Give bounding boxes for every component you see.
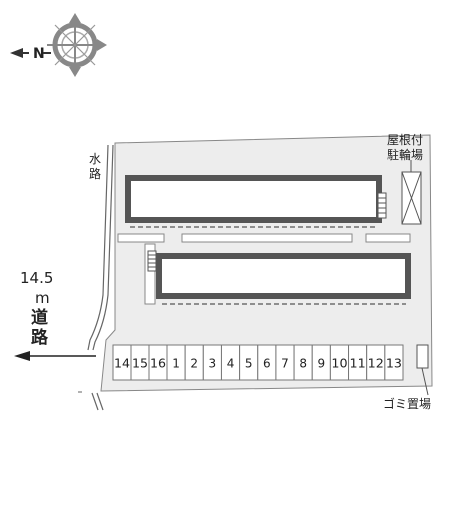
garbage-area: [416, 344, 429, 396]
waterway-lower: [91, 392, 104, 411]
waterway: [87, 144, 114, 351]
waterway-label-1: 水: [89, 152, 101, 166]
parking-stall-number: 12: [368, 357, 384, 371]
parking-stall-number: 6: [263, 357, 271, 371]
bike-parking: [401, 160, 422, 225]
parking-stall-number: 10: [331, 357, 347, 371]
building-lower: [147, 250, 411, 305]
bike-parking-label-2: 駐輪場: [387, 147, 423, 162]
parking-stall-number: 13: [386, 357, 402, 371]
parking-stall-number: 2: [190, 357, 198, 371]
road-label-1: 道: [31, 307, 48, 328]
compass-rose-icon: [47, 13, 107, 77]
road-arrow: [14, 351, 96, 393]
building-upper: [125, 175, 387, 228]
parking-stall-number: 14: [114, 357, 130, 371]
north-letter: N: [33, 46, 45, 62]
waterway-label-2: 路: [89, 166, 101, 181]
parking-stall-number: 5: [245, 357, 253, 371]
road-width-unit: m: [35, 289, 50, 307]
parking-stall-number: 8: [299, 357, 307, 371]
north-indicator: N: [10, 46, 51, 62]
parking-stall: [384, 344, 404, 381]
parking-stall-number: 16: [150, 357, 166, 371]
parking-stall-number: 3: [209, 357, 217, 371]
parking-stall-number: 11: [350, 357, 366, 371]
bike-parking-label-1: 屋根付: [387, 133, 423, 147]
parking-stall-number: 1: [172, 357, 180, 371]
road-label-2: 路: [31, 327, 49, 348]
garbage-label: ゴミ置場: [383, 396, 431, 411]
walkway-strips: [117, 233, 411, 305]
parking-stall-number: 7: [281, 357, 289, 371]
parking-stall-number: 15: [132, 357, 148, 371]
parking-stall-number: 9: [317, 357, 325, 371]
road-width-value: 14.5: [20, 269, 53, 287]
parking-stall-number: 4: [227, 357, 235, 371]
